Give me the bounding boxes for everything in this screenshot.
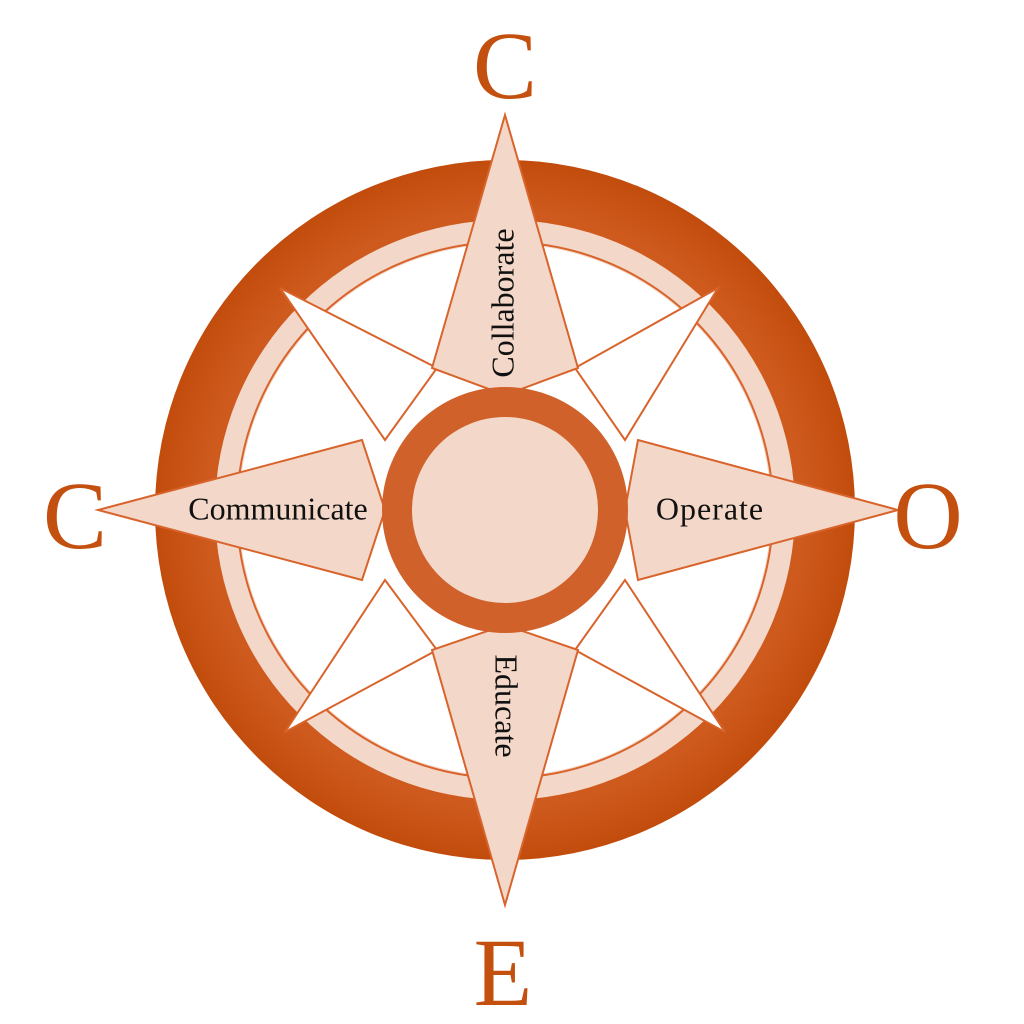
label-collaborate: Collaborate <box>484 228 520 377</box>
cardinal-east: O <box>893 462 962 569</box>
label-communicate: Communicate <box>188 490 368 526</box>
center-hub <box>412 417 598 603</box>
cardinal-west: C <box>43 462 107 569</box>
cardinal-north: C <box>473 12 537 119</box>
label-educate: Educate <box>489 654 525 757</box>
label-operate: Operate <box>656 490 764 526</box>
cardinal-south: E <box>474 919 533 1024</box>
